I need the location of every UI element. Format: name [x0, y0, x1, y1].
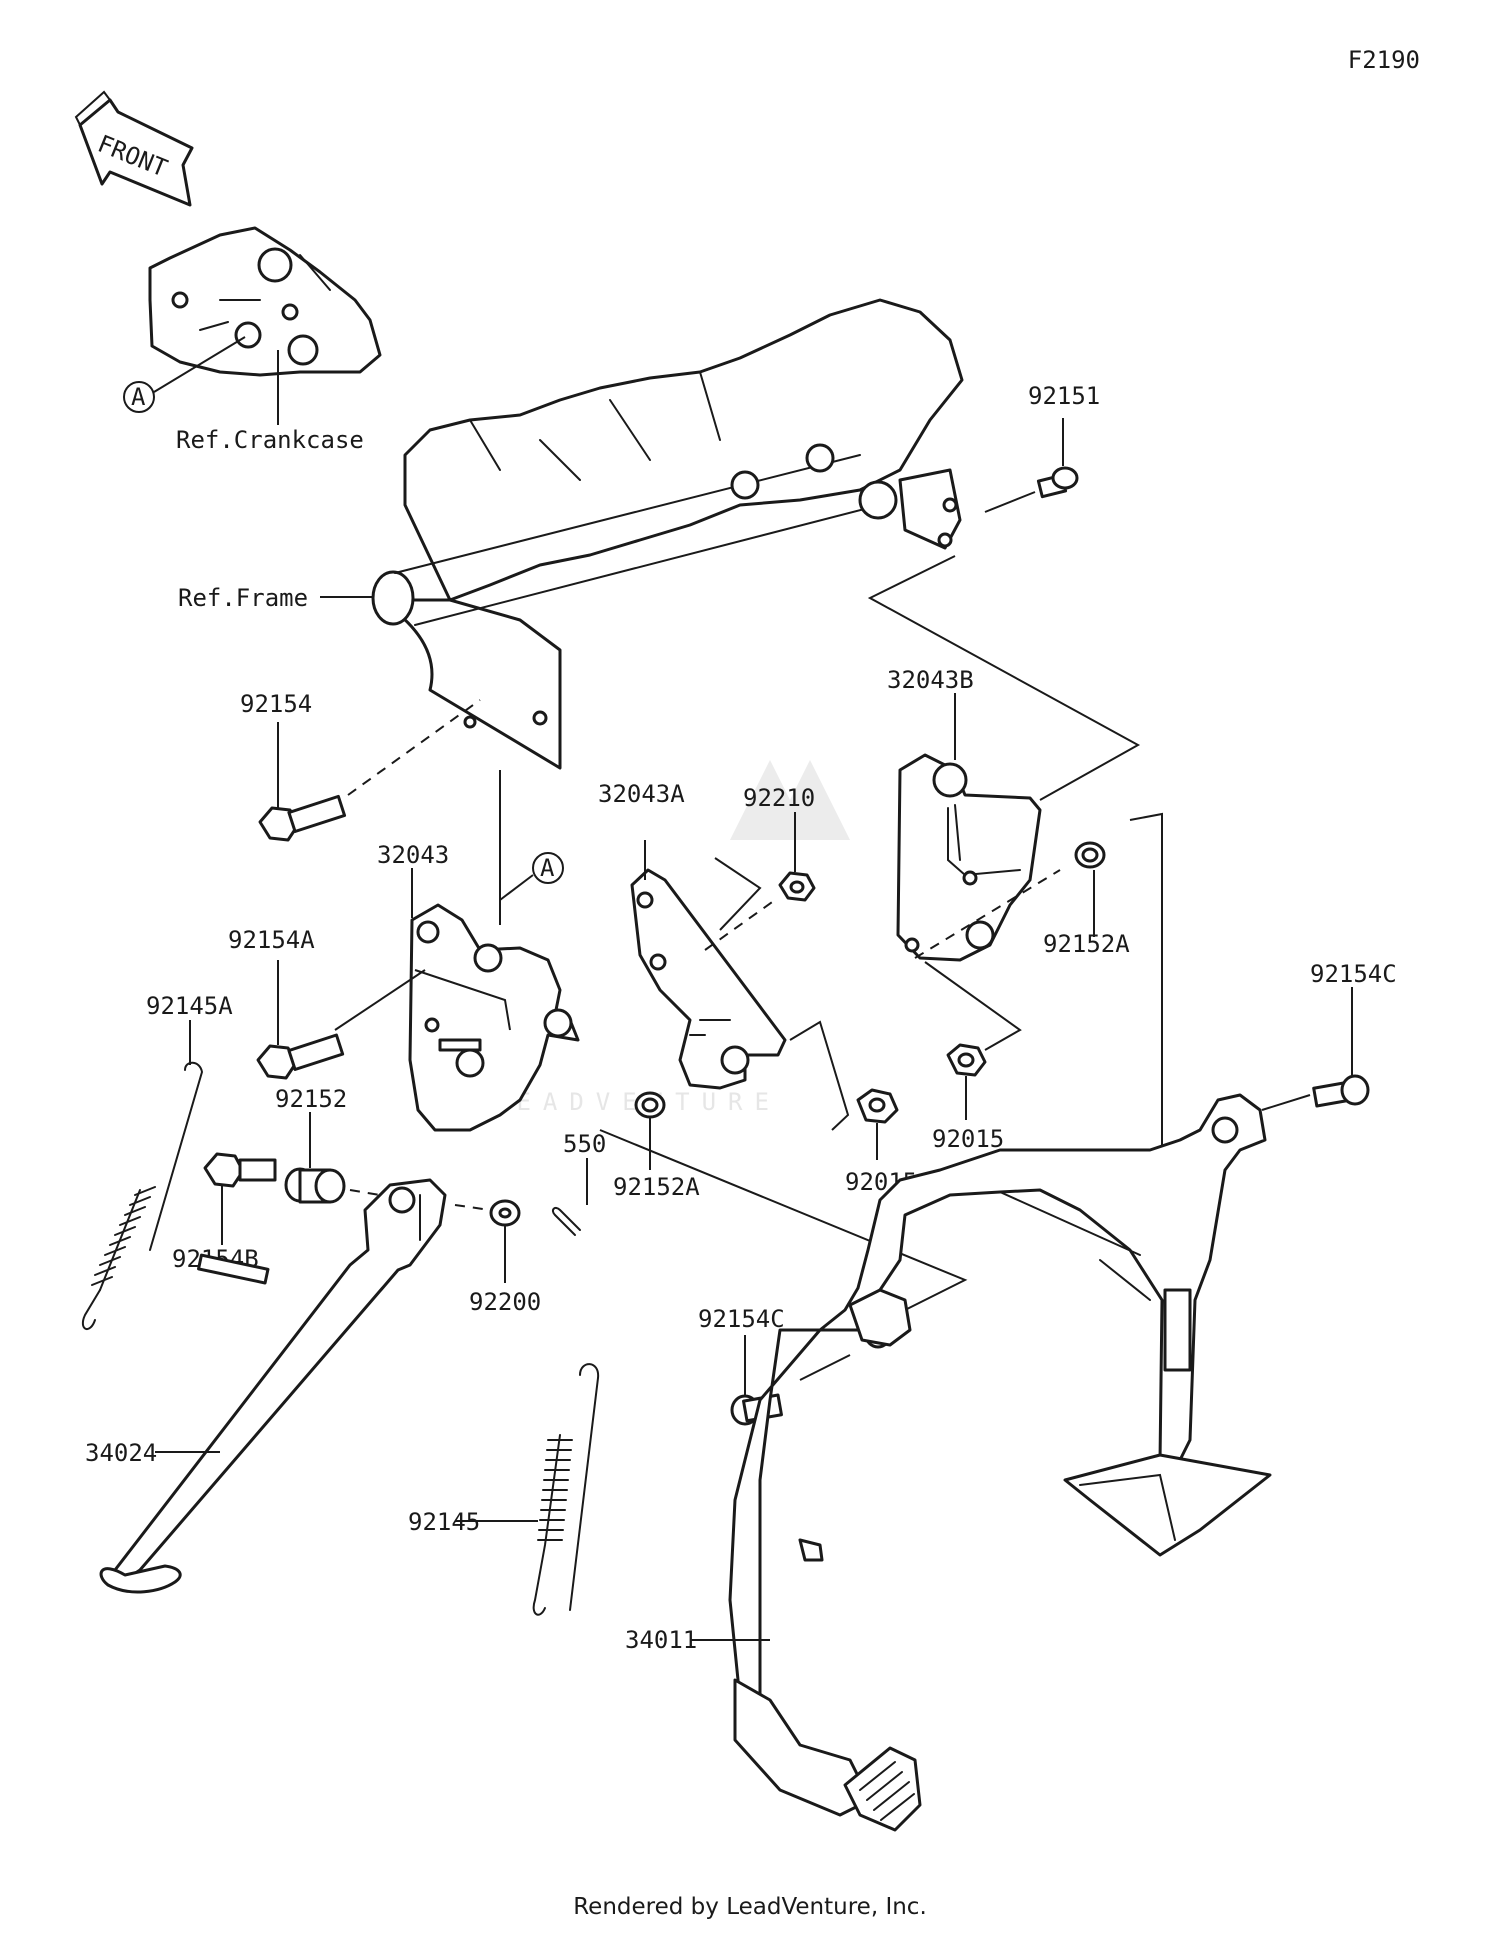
label-32043A: 32043A	[598, 780, 685, 808]
figure-number: F2190	[1347, 46, 1420, 74]
label-92154C-middle: 92154C	[698, 1305, 785, 1333]
footer-credit: Rendered by LeadVenture, Inc.	[573, 1894, 927, 1920]
label-550: 550	[563, 1130, 606, 1158]
front-arrow-icon: FRONT	[74, 90, 194, 207]
label-92200: 92200	[469, 1288, 541, 1316]
watermark-text: LEADVENTURE	[490, 1088, 781, 1116]
label-92154C-right: 92154C	[1310, 960, 1397, 988]
collar-92152A-right	[1074, 841, 1106, 869]
label-92145A: 92145A	[146, 992, 233, 1020]
plate-32043A	[630, 868, 787, 1090]
ref-marker-a-top: A	[123, 381, 155, 413]
frame-drawing	[371, 298, 964, 770]
collar-92152A-middle	[634, 1091, 666, 1119]
crankcase-ref-drawing	[148, 226, 382, 377]
label-92145: 92145	[408, 1508, 480, 1536]
label-92015-right: 92015	[932, 1125, 1004, 1153]
cotter-pin-550	[551, 1206, 581, 1236]
bolt-92154B	[203, 1152, 277, 1188]
collar-92152	[284, 1167, 346, 1204]
label-92154: 92154	[240, 690, 312, 718]
label-92151: 92151	[1028, 382, 1100, 410]
ref-crankcase-label: Ref.Crankcase	[176, 426, 364, 454]
label-92154A: 92154A	[228, 926, 315, 954]
bracket-32043B	[896, 753, 1042, 962]
watermark: LEADVENTURE	[490, 760, 850, 1116]
label-92210: 92210	[743, 784, 815, 812]
bolt-92151	[1036, 466, 1079, 499]
bolt-92154	[258, 794, 347, 842]
label-32043: 32043	[377, 841, 449, 869]
ref-marker-text: A	[131, 383, 146, 411]
nut-92015-middle	[856, 1088, 899, 1124]
ref-marker-text-2: A	[540, 854, 555, 882]
washer-92200	[489, 1199, 521, 1227]
bracket-32043	[408, 903, 580, 1132]
label-34024: 34024	[85, 1439, 157, 1467]
ref-marker-a-middle: A	[532, 852, 564, 884]
nut-92015-right	[946, 1043, 987, 1077]
label-92152A-middle: 92152A	[613, 1173, 700, 1201]
bolt-92154C-right	[1312, 1074, 1370, 1108]
main-stand-34011	[728, 1093, 1272, 1832]
bolt-92154A	[256, 1033, 345, 1080]
label-92152A-right: 92152A	[1043, 930, 1130, 958]
side-stand-34024	[99, 1178, 447, 1594]
nut-92210	[778, 871, 816, 902]
ref-frame-label: Ref.Frame	[178, 584, 308, 612]
spring-92145A	[81, 1061, 204, 1330]
label-34011: 34011	[625, 1626, 697, 1654]
spring-92145	[532, 1363, 600, 1616]
label-92152: 92152	[275, 1085, 347, 1113]
label-32043B: 32043B	[887, 666, 974, 694]
